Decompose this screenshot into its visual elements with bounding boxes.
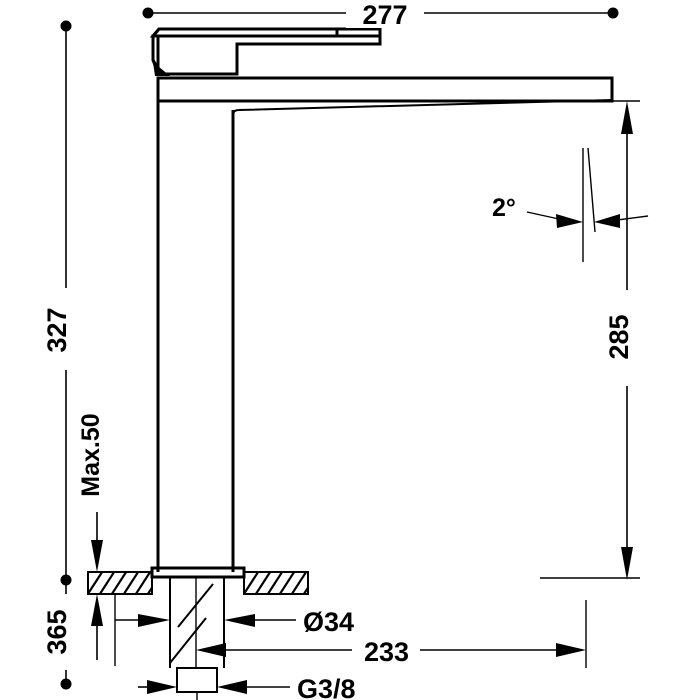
dim-g38-arrow-left — [147, 680, 177, 694]
dim-label-max-50: Max.50 — [77, 413, 105, 496]
dim-max50-arrow-up — [91, 594, 103, 626]
break-line-lower — [169, 617, 207, 664]
dim-285-arrow-top — [621, 101, 633, 134]
faucet-body-group — [149, 27, 614, 700]
body-column-and-spout-outer — [156, 76, 614, 103]
body-column-outline — [156, 78, 235, 572]
dim-max50-arrow-down — [91, 540, 103, 572]
dimension-max-50: Max.50 — [77, 392, 114, 660]
escutcheon-plate — [150, 566, 246, 579]
dimension-327: 327 — [42, 20, 82, 586]
dim-233-arrow-left — [196, 643, 226, 657]
dim-g38-arrow-right — [217, 680, 247, 694]
countertop-right-block — [243, 571, 309, 595]
dim-327-endpoint-top — [60, 20, 72, 32]
dim-label-327: 327 — [42, 307, 72, 352]
dim-233-arrow-right — [556, 643, 586, 657]
dim-label-233: 233 — [364, 637, 409, 667]
dimension-233: 233 — [196, 600, 587, 668]
dim-d34-arrow-right — [224, 614, 255, 627]
dim-d34-arrow-left — [138, 614, 170, 627]
dim-285-arrow-bottom — [621, 547, 633, 580]
countertop-right-hatching — [244, 572, 308, 594]
dim-2deg-arrow-left — [556, 214, 583, 228]
countertop-left-hatching — [88, 572, 152, 594]
dimension-2-degrees: 2° — [492, 147, 649, 262]
dim-277-endpoint-left — [142, 7, 154, 19]
dim-label-277: 277 — [362, 0, 407, 30]
dim-label-365: 365 — [42, 609, 72, 654]
dimension-285: 285 — [540, 100, 644, 580]
dim-365-endpoint-bottom — [60, 678, 72, 690]
lever-handle-wedge — [153, 62, 170, 76]
dimension-277: 277 — [142, 0, 619, 30]
countertop-section — [87, 571, 309, 595]
dim-label-diameter-34: Ø34 — [303, 607, 354, 637]
dimension-diameter-34: Ø34 — [114, 594, 354, 666]
dim-label-2-degrees: 2° — [492, 194, 516, 222]
break-line-upper — [177, 583, 214, 628]
spout-arm-inner-edge — [232, 99, 613, 116]
lever-handle-body — [151, 34, 382, 76]
dimension-g38: G3/8 — [138, 674, 356, 700]
dimension-365: 365 — [42, 580, 82, 690]
dim-2deg-arrow-right — [594, 214, 620, 228]
thread-nipple — [176, 667, 218, 693]
dim-label-285: 285 — [604, 314, 634, 359]
dim-label-g38: G3/8 — [297, 674, 356, 700]
dim-277-endpoint-right — [607, 7, 619, 19]
countertop-left-block — [87, 571, 153, 595]
